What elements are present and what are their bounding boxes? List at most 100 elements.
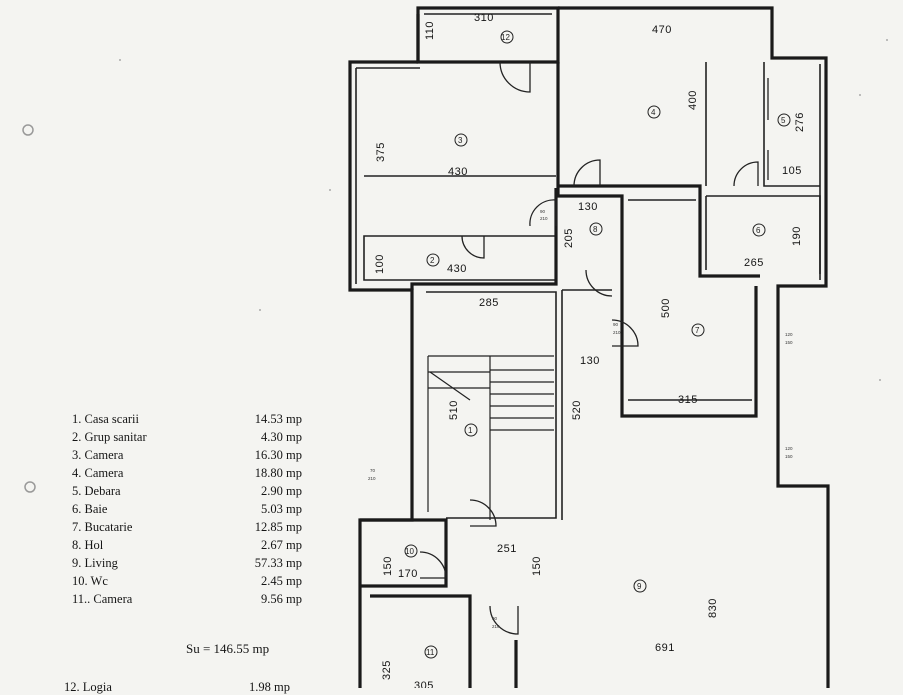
room-marker: 2 [426, 253, 440, 267]
legend-row: 5. Debara 2.90 mp [62, 482, 302, 500]
dim-label: 130 [580, 355, 600, 367]
svg-text:5: 5 [781, 116, 786, 125]
dim-label: 130 [578, 201, 598, 213]
svg-text:120: 120 [785, 446, 793, 451]
dim-label: 691 [655, 642, 675, 654]
room-marker: 8 [589, 222, 603, 236]
room-marker: 10 [404, 544, 418, 558]
svg-text:90: 90 [613, 322, 619, 327]
svg-text:90: 90 [540, 209, 546, 214]
dim-label: 105 [782, 165, 802, 177]
legend-row: 2. Grup sanitar 4.30 mp [62, 428, 302, 446]
room-marker: 12 [500, 30, 514, 44]
legend-row: 3. Camera 16.30 mp [62, 446, 302, 464]
legend-room-name: 11.. Camera [72, 592, 133, 606]
legend-room-area: 18.80 mp [254, 466, 302, 480]
door-arc [469, 499, 497, 527]
dim-label: 276 [794, 112, 806, 132]
legend-room-area: 57.33 mp [254, 556, 302, 570]
legend-room-area: 14.53 mp [254, 412, 302, 426]
room-marker: 11 [424, 645, 438, 659]
dim-label: 430 [448, 166, 468, 178]
room-marker: 4 [647, 105, 661, 119]
legend-room-area: 9.56 mp [261, 592, 302, 606]
svg-text:3: 3 [458, 136, 463, 145]
room-marker: 5 [777, 113, 791, 127]
legend-room-name: 5. Debara [72, 484, 121, 498]
scan-specks [22, 39, 888, 493]
legend-room-name: 6. Baie [72, 502, 108, 516]
svg-text:210: 210 [492, 624, 500, 629]
svg-text:7: 7 [695, 326, 700, 335]
doors [419, 61, 769, 635]
legend-room-name: 1. Casa scarii [72, 412, 139, 426]
legend-row: 10. Wc 2.45 mp [62, 572, 302, 590]
dim-label: 510 [448, 400, 460, 420]
legend-room-name: 8. Hol [72, 538, 104, 552]
door-arc [499, 61, 531, 93]
dim-label: 470 [652, 24, 672, 36]
legend-room-area: 4.30 mp [261, 430, 302, 444]
dim-label: 520 [571, 400, 583, 420]
svg-text:8: 8 [593, 225, 598, 234]
svg-text:6: 6 [756, 226, 761, 235]
svg-text:210: 210 [540, 216, 548, 221]
svg-text:120: 120 [785, 332, 793, 337]
door-arc [461, 235, 485, 259]
dim-label: 150 [531, 556, 543, 576]
room-marker: 7 [691, 323, 705, 337]
dim-label: 305 [414, 680, 434, 688]
door-arc [733, 161, 759, 187]
legend-room-name: 3. Camera [72, 448, 124, 462]
interior-walls [360, 14, 821, 688]
room-marker: 9 [633, 579, 647, 593]
door-arc [489, 605, 519, 635]
dim-label: 830 [707, 598, 719, 618]
svg-text:10: 10 [405, 547, 414, 556]
dim-label: 100 [374, 254, 386, 274]
dim-label: 325 [381, 660, 393, 680]
dim-label: 265 [744, 257, 764, 269]
dim-label: 251 [497, 543, 517, 555]
legend-row: 11.. Camera 9.56 mp [62, 590, 302, 608]
room-marker: 6 [752, 223, 766, 237]
legend-room-area: 2.67 mp [261, 538, 302, 552]
svg-text:210: 210 [368, 476, 376, 481]
dim-label: 190 [791, 226, 803, 246]
door-arc [611, 319, 639, 347]
legend-room-name: 2. Grup sanitar [72, 430, 147, 444]
legend-room-area: 12.85 mp [254, 520, 302, 534]
dim-label: 430 [447, 263, 467, 275]
legend-room-name: 10. Wc [72, 574, 108, 588]
dim-label: 285 [479, 297, 499, 309]
svg-text:4: 4 [651, 108, 656, 117]
legend-room-name: 7. Bucatarie [72, 520, 133, 534]
legend-room-area: 2.45 mp [261, 574, 302, 588]
door-arc [529, 199, 557, 227]
dim-label: 400 [687, 90, 699, 110]
legend-row: 7. Bucatarie 12.85 mp [62, 518, 302, 536]
dim-label: 205 [563, 228, 575, 248]
legend-row: 1. Casa scarii 14.53 mp [62, 410, 302, 428]
svg-text:11: 11 [426, 648, 435, 657]
dim-label: 315 [678, 394, 698, 406]
svg-text:150: 150 [785, 340, 793, 345]
legend-room-area: 5.03 mp [261, 502, 302, 516]
door-arc [573, 159, 601, 187]
dim-label: 500 [660, 298, 672, 318]
dim-label: 110 [424, 21, 436, 40]
door-arc [585, 269, 613, 297]
dim-label: 310 [474, 12, 494, 24]
room-area-legend: 1. Casa scarii 14.53 mp 2. Grup sanitar 4.… [62, 410, 302, 608]
legend-room-area: 16.30 mp [254, 448, 302, 462]
svg-text:12: 12 [501, 33, 510, 42]
staircase [427, 355, 554, 520]
dimension-labels: 310 110 470 400 276 105 375 430 130 205 … [374, 12, 806, 688]
door-arc [419, 551, 447, 579]
legend-room-area: 2.90 mp [261, 484, 302, 498]
wall-top-right [558, 6, 830, 688]
